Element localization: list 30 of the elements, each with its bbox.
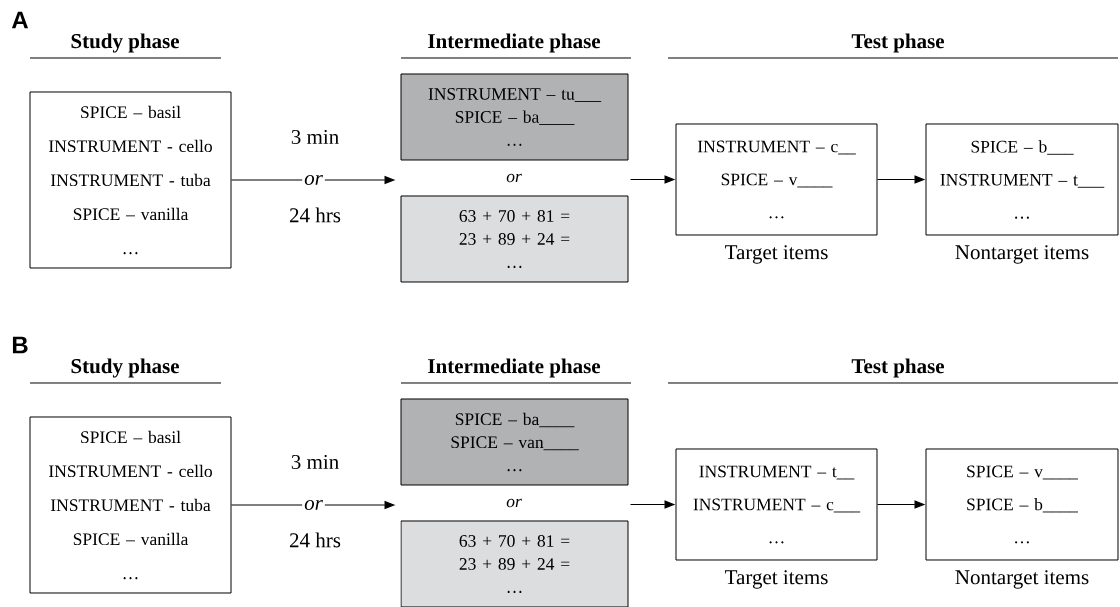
- cue-list-box: SPICE – ba____ SPICE – van____ …: [400, 398, 629, 486]
- edge-label: or: [302, 172, 325, 188]
- delay-label: 3 min: [291, 454, 339, 470]
- panel-letter: B: [12, 336, 28, 354]
- cue-list-box: INSTRUMENT – tu___ SPICE – ba____ …: [400, 73, 629, 161]
- delay-label: 24 hrs: [290, 532, 341, 548]
- box-caption: Nontarget items: [955, 245, 1089, 264]
- math-problem-box: 63 + 70 + 81 = 23 + 89 + 24 = …: [400, 520, 629, 607]
- test-list-box: INSTRUMENT – c__ SPICE – v____ …: [675, 123, 878, 236]
- math-problem-box: 63 + 70 + 81 = 23 + 89 + 24 = …: [400, 195, 629, 283]
- test-list-box: INSTRUMENT – t__ INSTRUMENT – c___ …: [675, 448, 878, 561]
- word-list-box: SPICE – basil INSTRUMENT - cello INSTRUMENT - tuba SPICE – vanilla …: [29, 91, 232, 269]
- phase-heading: Study phase: [71, 358, 179, 378]
- phase-heading: Study phase: [71, 33, 179, 53]
- delay-label: 3 min: [291, 129, 339, 145]
- edge-label: or: [302, 497, 325, 513]
- box-caption: Target items: [725, 245, 828, 264]
- panel-letter: A: [11, 11, 29, 29]
- box-caption: Nontarget items: [955, 570, 1089, 589]
- or-text: or: [506, 173, 522, 183]
- word-list-box: SPICE – basil INSTRUMENT - cello INSTRUMENT - tuba SPICE – vanilla …: [29, 416, 232, 594]
- or-text: or: [506, 498, 522, 508]
- phase-heading: Intermediate phase: [428, 33, 601, 53]
- test-list-box: SPICE – v____ SPICE – b____ …: [925, 448, 1119, 561]
- phase-heading: Test phase: [851, 358, 945, 378]
- phase-heading: Test phase: [851, 33, 945, 53]
- phase-heading: Intermediate phase: [428, 358, 601, 378]
- test-list-box: SPICE – b___ INSTRUMENT – t___ …: [925, 123, 1119, 236]
- box-caption: Target items: [725, 570, 828, 589]
- delay-label: 24 hrs: [290, 207, 341, 223]
